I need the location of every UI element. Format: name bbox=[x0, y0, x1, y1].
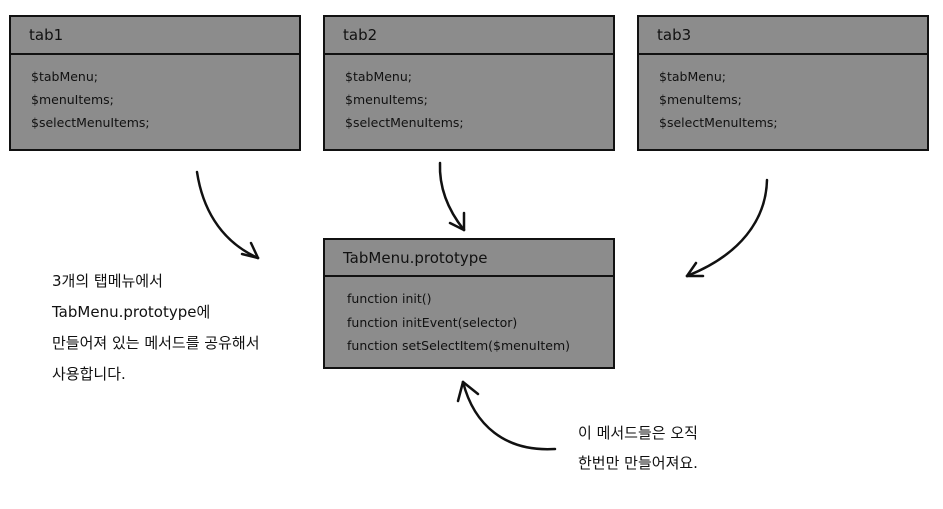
tab2-body: $tabMenu; $menuItems; $selectMenuItems; bbox=[325, 55, 613, 134]
tab2-line-menuitems: $menuItems; bbox=[345, 92, 428, 107]
right-annotation: 이 메서드들은 오직 한번만 만들어져요. bbox=[578, 418, 698, 478]
tab3-line-menuitems: $menuItems; bbox=[659, 92, 742, 107]
arrow-note-to-prototype bbox=[456, 380, 557, 451]
prototype-method-initevent: function initEvent(selector) bbox=[347, 314, 518, 330]
right-annotation-line-1: 이 메서드들은 오직 bbox=[578, 424, 698, 442]
tab1-body: $tabMenu; $menuItems; $selectMenuItems; bbox=[11, 55, 299, 134]
tab3-line-selectmenuitems: $selectMenuItems; bbox=[659, 115, 778, 130]
tab2-line-tabmenu: $tabMenu; bbox=[345, 69, 412, 84]
right-annotation-line-2: 한번만 만들어져요. bbox=[578, 454, 698, 472]
left-annotation-line-2: TabMenu.prototype에 bbox=[52, 303, 211, 321]
arrow-tab1-to-prototype bbox=[195, 170, 260, 260]
tab1-line-selectmenuitems: $selectMenuItems; bbox=[31, 115, 150, 130]
prototype-title: TabMenu.prototype bbox=[325, 240, 613, 277]
tab3-box: tab3 $tabMenu; $menuItems; $selectMenuIt… bbox=[637, 15, 929, 151]
tab1-box: tab1 $tabMenu; $menuItems; $selectMenuIt… bbox=[9, 15, 301, 151]
left-annotation-line-4: 사용합니다. bbox=[52, 365, 126, 383]
prototype-method-setselectitem: function setSelectItem($menuItem) bbox=[347, 338, 571, 353]
arrow-tab2-to-prototype bbox=[438, 161, 466, 232]
arrow-tab3-to-prototype bbox=[685, 178, 769, 278]
prototype-body: function init() function initEvent(selec… bbox=[325, 277, 613, 358]
tab3-body: $tabMenu; $menuItems; $selectMenuItems; bbox=[639, 55, 927, 134]
tab2-title: tab2 bbox=[325, 17, 613, 55]
prototype-method-init: function init() bbox=[347, 291, 432, 306]
tab3-title: tab3 bbox=[639, 17, 927, 55]
tab1-line-menuitems: $menuItems; bbox=[31, 92, 114, 107]
left-annotation-line-3: 만들어져 있는 메서드를 공유해서 bbox=[52, 334, 260, 352]
left-annotation: 3개의 탭메뉴에서 TabMenu.prototype에 만들어져 있는 메서드… bbox=[52, 266, 260, 390]
tab3-line-tabmenu: $tabMenu; bbox=[659, 69, 726, 84]
tab1-line-tabmenu: $tabMenu; bbox=[31, 69, 98, 84]
prototype-box: TabMenu.prototype function init() functi… bbox=[323, 238, 615, 369]
tab1-title: tab1 bbox=[11, 17, 299, 55]
tab2-box: tab2 $tabMenu; $menuItems; $selectMenuIt… bbox=[323, 15, 615, 151]
tab2-line-selectmenuitems: $selectMenuItems; bbox=[345, 115, 464, 130]
left-annotation-line-1: 3개의 탭메뉴에서 bbox=[52, 272, 163, 290]
